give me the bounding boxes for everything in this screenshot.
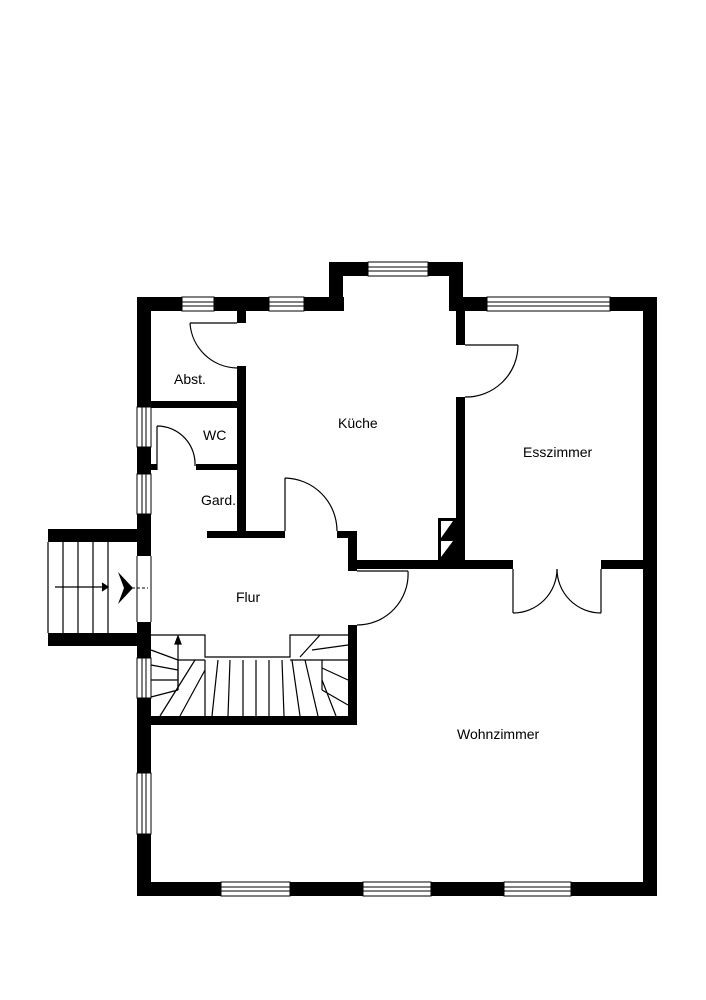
wall-left-entry-top — [137, 514, 151, 556]
wall-bottom-b — [290, 882, 363, 896]
wall-right — [643, 297, 657, 896]
wall-bottom-d — [571, 882, 657, 896]
windows — [136, 261, 611, 897]
door-double-left — [512, 568, 558, 614]
wall-top-left-b — [214, 297, 269, 311]
room-label-garderobe: Gard. — [201, 492, 236, 508]
wall-left-entry-bottom — [137, 622, 151, 658]
wall-left-lower — [137, 698, 151, 773]
wall-flur-right-lower — [348, 625, 357, 725]
entry-stair-bottom-wall — [48, 633, 137, 646]
wall-gard-bottom — [207, 531, 285, 538]
interior-stair — [150, 634, 349, 717]
window-top-esszimmer — [486, 296, 611, 312]
window-left-gard — [136, 473, 152, 515]
wall-flur-right — [348, 531, 357, 571]
door-wc — [156, 425, 196, 470]
wall-kitchen-bottom-left — [337, 531, 357, 538]
wall-left-mid — [137, 447, 151, 474]
door-double-right — [556, 568, 602, 614]
window-top-kueche-left — [268, 296, 305, 312]
wall-bottom-c — [431, 882, 504, 896]
wall-bay-top-left — [329, 262, 368, 276]
wall-wc-bottom — [196, 464, 237, 470]
wall-abst-right — [237, 366, 246, 408]
room-label-abstellraum: Abst. — [174, 371, 206, 387]
interior-walls — [151, 311, 657, 725]
wall-abst-right-top — [237, 311, 246, 323]
doors — [156, 322, 602, 626]
wall-wc-right — [237, 408, 246, 538]
wall-esszimmer-bottom-right — [601, 560, 657, 569]
door-kueche-esszimmer — [464, 344, 519, 398]
room-label-kueche: Küche — [338, 415, 378, 431]
room-label-wc: WC — [203, 427, 226, 443]
door-flur-kueche — [284, 477, 338, 532]
entry-stair — [47, 529, 137, 646]
room-label-esszimmer: Esszimmer — [523, 444, 593, 460]
wall-wc-door-stop — [151, 464, 157, 470]
window-bottom-c — [503, 881, 572, 897]
entry-stair-top-wall — [48, 529, 137, 542]
window-bottom-a — [220, 881, 291, 897]
wall-bottom-a — [137, 882, 221, 896]
wall-top-left-a — [137, 297, 182, 311]
watermark-label: McGrundriss — [647, 838, 654, 878]
wall-kitchen-bottom — [348, 560, 513, 569]
window-top-bay — [367, 261, 429, 277]
wall-kitchen-right-top — [456, 311, 465, 345]
wall-left-upper — [137, 297, 151, 407]
window-top-abst — [181, 296, 215, 312]
shaft — [441, 521, 453, 557]
entrance-arrow-icon — [118, 572, 148, 604]
wall-stair-bottom — [151, 716, 357, 725]
room-label-flur: Flur — [236, 589, 260, 605]
wall-top-right-a — [449, 297, 487, 311]
outer-walls — [137, 262, 657, 896]
wall-left-bottom — [137, 834, 151, 896]
window-left-wc — [136, 406, 152, 448]
wall-abst-bottom — [151, 401, 246, 408]
door-abst — [189, 322, 238, 369]
door-flur-wohnzimmer — [356, 570, 409, 626]
entry-door-frame — [136, 556, 152, 622]
window-left-wohnzimmer — [136, 772, 152, 835]
room-label-wohnzimmer: Wohnzimmer — [457, 726, 540, 742]
wall-kitchen-right — [456, 397, 465, 567]
window-left-stair — [136, 657, 152, 699]
window-bottom-b — [362, 881, 432, 897]
